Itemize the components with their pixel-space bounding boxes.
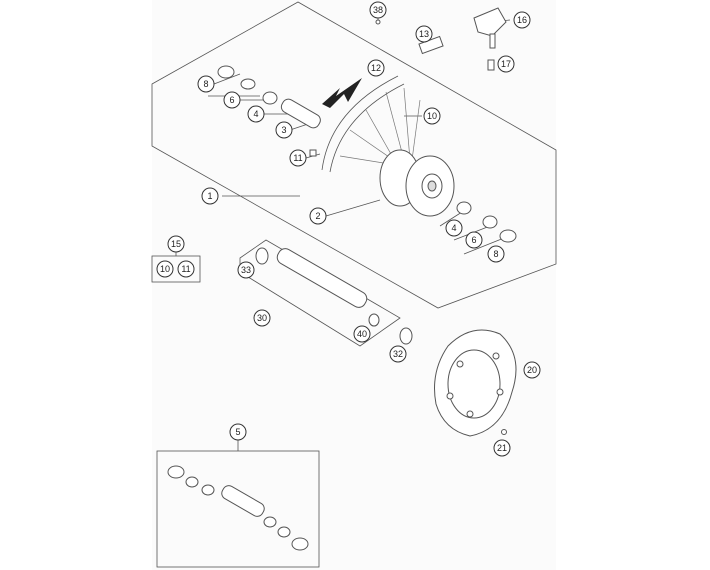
brake-disc — [434, 329, 517, 437]
callout-2: 2 — [309, 207, 327, 225]
callout-8-top: 8 — [197, 75, 215, 93]
svg-text:15: 15 — [171, 239, 181, 249]
svg-text:21: 21 — [497, 443, 507, 453]
callout-10-rim: 10 — [423, 107, 441, 125]
svg-text:11: 11 — [181, 264, 190, 274]
svg-text:12: 12 — [371, 63, 381, 73]
svg-text:32: 32 — [393, 349, 403, 359]
right-hub-parts — [456, 201, 517, 243]
callout-1: 1 — [201, 187, 219, 205]
svg-text:17: 17 — [501, 59, 511, 69]
rotation-arrow — [322, 78, 362, 108]
axle-parts — [255, 247, 413, 345]
svg-text:1: 1 — [207, 191, 212, 201]
svg-text:30: 30 — [257, 313, 267, 323]
callout-4-top: 4 — [247, 105, 265, 123]
svg-text:33: 33 — [241, 265, 251, 275]
svg-text:10: 10 — [427, 111, 437, 121]
svg-text:16: 16 — [517, 15, 527, 25]
top-small-parts — [309, 7, 507, 157]
svg-text:8: 8 — [493, 249, 498, 259]
svg-text:4: 4 — [451, 223, 456, 233]
svg-text:38: 38 — [373, 5, 383, 15]
callout-32: 32 — [389, 345, 407, 363]
svg-text:6: 6 — [229, 95, 234, 105]
svg-text:3: 3 — [281, 125, 286, 135]
hub — [379, 149, 455, 217]
callout-11-rim: 11 — [289, 149, 307, 167]
svg-text:20: 20 — [527, 365, 537, 375]
callout-16: 16 — [513, 11, 531, 29]
rim — [321, 75, 405, 173]
callout-17: 17 — [497, 55, 515, 73]
callout-40: 40 — [353, 325, 371, 343]
diagram-background — [152, 0, 556, 570]
callout-6-right: 6 — [465, 231, 483, 249]
svg-text:10: 10 — [160, 264, 170, 274]
svg-text:11: 11 — [293, 153, 302, 163]
callout-12: 12 — [367, 59, 385, 77]
svg-text:40: 40 — [357, 329, 367, 339]
svg-text:5: 5 — [235, 427, 240, 437]
callout-20: 20 — [523, 361, 541, 379]
callout-33: 33 — [237, 261, 255, 279]
callout-21: 21 — [493, 439, 511, 457]
callout-15: 15 — [167, 235, 185, 253]
callout-6-top: 6 — [223, 91, 241, 109]
svg-text:4: 4 — [253, 109, 258, 119]
callout-38: 38 — [369, 1, 387, 19]
callout-4-right: 4 — [445, 219, 463, 237]
callout-30: 30 — [253, 309, 271, 327]
svg-text:2: 2 — [315, 211, 320, 221]
callout-13: 13 — [415, 25, 433, 43]
wheel-assembly-frame — [151, 1, 557, 309]
callout-3: 3 — [275, 121, 293, 139]
callout-11-group: 11 — [177, 260, 195, 278]
svg-text:13: 13 — [419, 29, 429, 39]
svg-text:6: 6 — [471, 235, 476, 245]
callout-5: 5 — [229, 423, 247, 441]
svg-text:8: 8 — [203, 79, 208, 89]
callout-10-group: 10 — [156, 260, 174, 278]
callout-8-right: 8 — [487, 245, 505, 263]
kit-parts — [167, 465, 309, 551]
left-hub-parts — [217, 65, 321, 129]
